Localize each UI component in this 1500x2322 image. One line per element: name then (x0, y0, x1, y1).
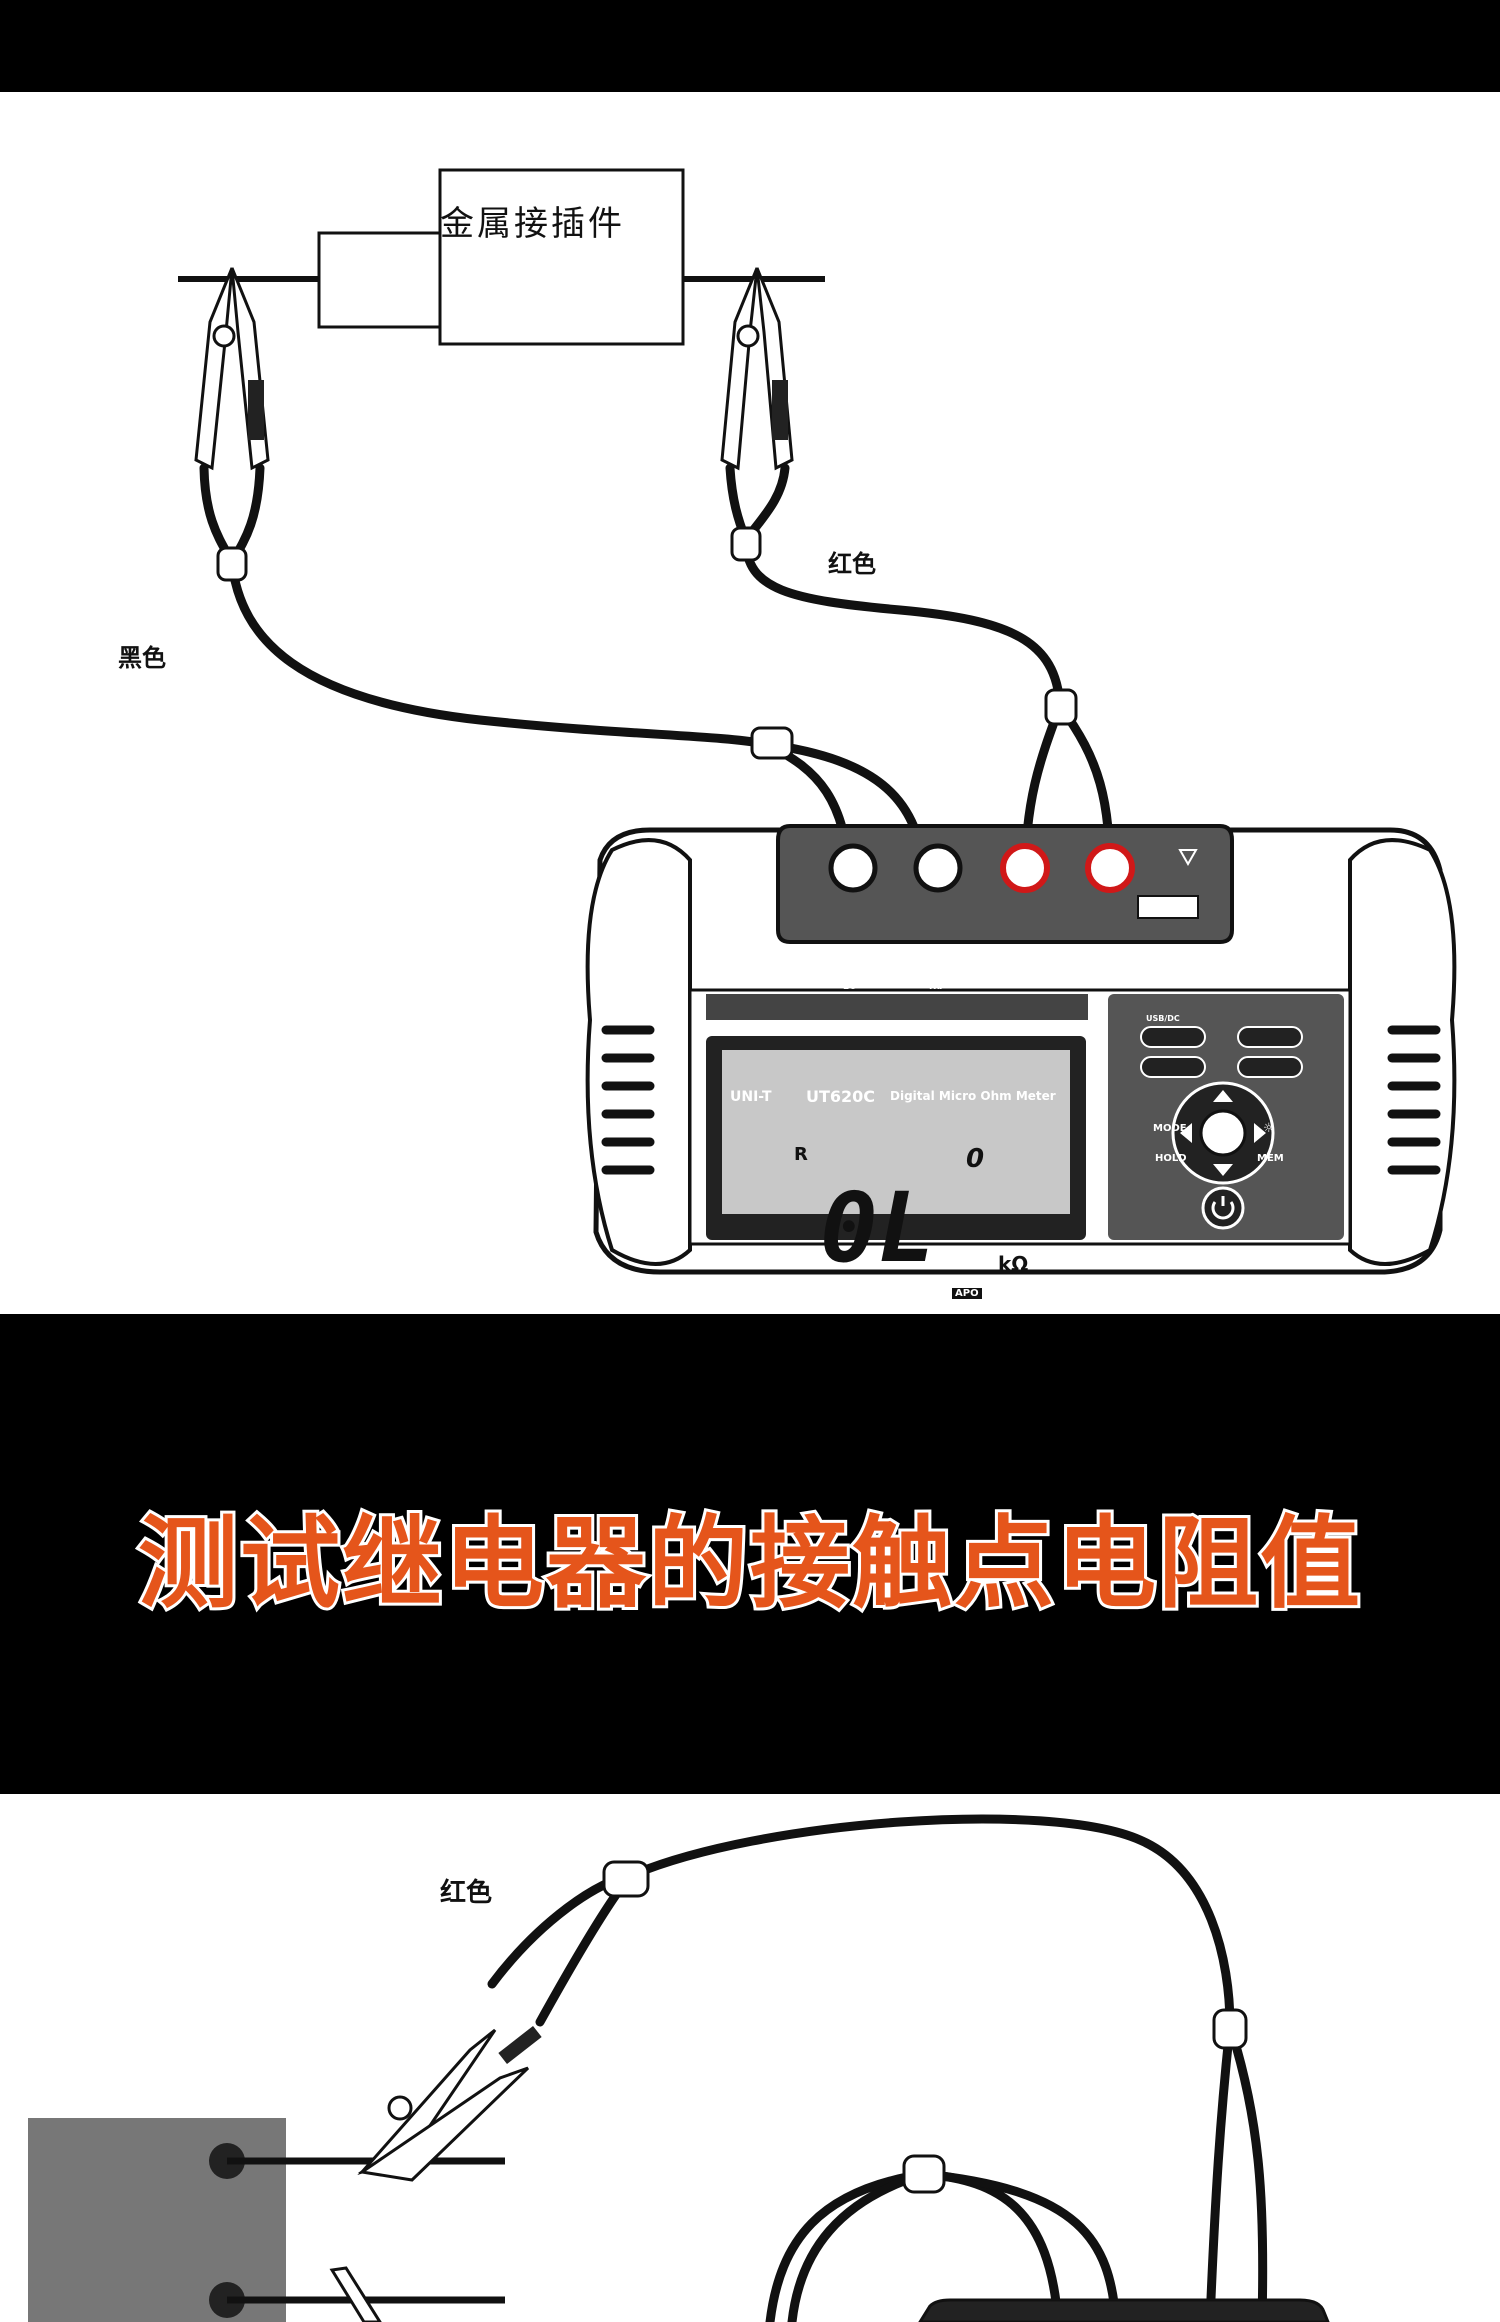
meter-description: Digital Micro Ohm Meter (890, 1089, 1056, 1103)
meter-top-edge (918, 2298, 1330, 2322)
bottom-diagram-drawing (28, 1814, 1330, 2322)
lcd-apo-badge: APO (952, 1288, 982, 1299)
backlight-button-label: ☼ (1263, 1121, 1275, 1136)
red-test-clip (720, 267, 794, 471)
connector-small-body (317, 231, 442, 329)
cable-sleeve (602, 1860, 650, 1898)
black-lead-label: 黑色 (118, 644, 166, 672)
meter-brand: UNI-T (730, 1089, 772, 1105)
red-cables (725, 463, 1115, 885)
top-diagram: 金属接插件 黑色 红色 UNI-T UT620C Digital Micro O… (0, 92, 1500, 1314)
port-eo-label: EO (843, 982, 857, 992)
connector-large-body (438, 168, 685, 346)
port-red-1 (1000, 843, 1050, 893)
meter-model: UT620C (806, 1087, 876, 1106)
relay-body (28, 2118, 286, 2322)
power-icon (1211, 1196, 1235, 1220)
red-lead-label: 红色 (828, 550, 876, 578)
usb-label: USB/DC (1146, 1014, 1180, 1023)
backlight-button[interactable] (1237, 1026, 1303, 1048)
enter-button[interactable] (1199, 1109, 1247, 1157)
top-diagram-drawing (178, 168, 1457, 1275)
lcd-unit: kΩ (998, 1252, 1029, 1276)
power-button[interactable] (1201, 1186, 1245, 1230)
top-black-band (0, 0, 1500, 92)
micro-ohm-meter (585, 824, 1457, 1275)
hold-button[interactable] (1140, 1056, 1206, 1078)
headline: 测试继电器的接触点电阻值 (135, 1502, 1363, 1625)
mem-button[interactable] (1237, 1056, 1303, 1078)
port-rd (913, 843, 963, 893)
cable-sleeve (1212, 2008, 1248, 2050)
black-cables (765, 2169, 1121, 2322)
mode-button[interactable] (1140, 1026, 1206, 1048)
black-cables (199, 463, 930, 885)
port-rd-label: Rd (929, 982, 943, 992)
port-red-2 (1085, 843, 1135, 893)
mem-button-label: MEM (1257, 1153, 1284, 1164)
lcd-range-marker: R (794, 1144, 808, 1165)
brand-strip (706, 994, 1088, 1020)
red-lead-label-bottom: 红色 (440, 1878, 493, 1908)
cable-sleeve (216, 546, 248, 582)
cable-sleeve (750, 726, 794, 760)
lcd-digit: 0 (966, 1144, 985, 1174)
port-eo (828, 843, 878, 893)
lcd-value: 0L (820, 1172, 936, 1284)
red-test-clip (357, 2025, 542, 2182)
mode-button-label: MODE (1153, 1123, 1187, 1134)
hold-button-label: HOLD (1155, 1153, 1187, 1164)
lcd-screen (722, 1050, 1070, 1214)
cable-sleeve (730, 526, 762, 562)
cable-sleeve (902, 2154, 946, 2194)
connector-label: 金属接插件 (440, 204, 625, 244)
black-test-clip-partial (329, 2266, 382, 2322)
black-test-clip (194, 267, 270, 471)
bottom-diagram: 红色 (0, 1794, 1500, 2322)
warning-icon (1178, 849, 1198, 867)
headline-band: 测试继电器的接触点电阻值 (0, 1314, 1500, 1794)
cable-sleeve (1044, 688, 1078, 726)
usb-port (1137, 895, 1199, 919)
